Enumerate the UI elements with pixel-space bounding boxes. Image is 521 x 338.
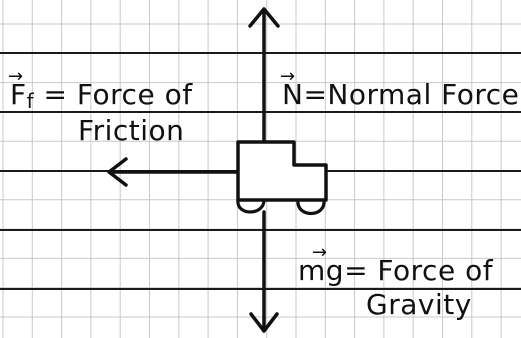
gravity-label: → mg = Force of — [298, 242, 494, 287]
ruled-lines — [0, 52, 521, 290]
normal-vector-symbol: → N — [280, 66, 304, 111]
gravity-label-line1: = Force of — [344, 254, 494, 287]
car-body — [236, 140, 328, 202]
vector-arrow-icon: → — [8, 66, 24, 87]
car-front-wheel — [296, 199, 326, 215]
gravity-vector-symbol: → mg — [298, 242, 345, 287]
gravity-arrowhead — [249, 312, 279, 333]
friction-label-line1: = Force of — [34, 78, 193, 111]
friction-vector-symbol: → F — [8, 66, 27, 111]
friction-arrowhead — [107, 157, 128, 187]
friction-label: → F f = Force of — [8, 66, 193, 114]
normal-force-label-text: =Normal Force — [303, 78, 520, 111]
friction-subscript: f — [26, 89, 35, 113]
vector-arrow-icon: → — [312, 242, 328, 263]
normal-force-arrowhead — [248, 7, 280, 28]
gravity-label-line2: Gravity — [366, 288, 472, 321]
friction-label-line2: Friction — [78, 114, 185, 147]
normal-force-label: → N =Normal Force — [280, 66, 520, 111]
car-rear-wheel — [236, 199, 266, 214]
vector-arrow-icon: → — [280, 66, 296, 87]
